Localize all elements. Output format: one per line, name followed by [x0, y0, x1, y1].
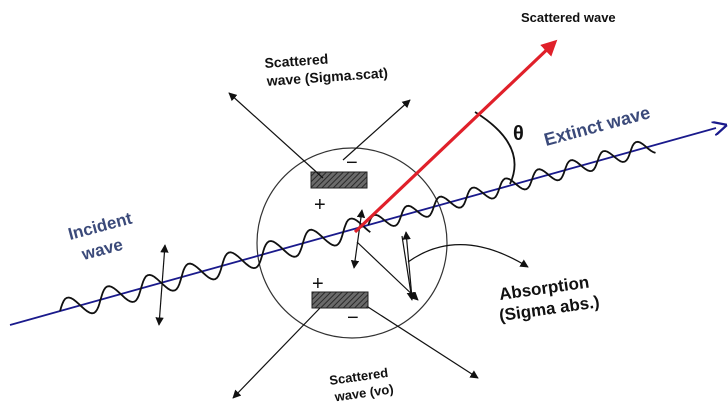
scattered-wave-top-label: Scattered wave [521, 10, 616, 25]
charge-plus-top: + [314, 194, 326, 216]
scatter-arrow-upper-right [342, 99, 411, 161]
scatter-arrow-lower-left [232, 307, 321, 399]
extinct-wave-path [367, 140, 656, 227]
absorption-arrow-a [356, 241, 419, 301]
incident-line1: Incident [66, 209, 134, 244]
absorption-label: Absorption (Sigma abs.) [498, 273, 601, 326]
scattered-sigma-line1: Scattered [264, 51, 329, 71]
center-double-arrow [350, 209, 366, 269]
scattered-vo-label: Scattered wave (vo) [328, 365, 394, 405]
absorption-arrow-b [401, 235, 415, 301]
absorption-curved-arrow [407, 244, 529, 268]
charge-plus-bottom: + [312, 273, 324, 295]
incident-double-arrow-left [155, 244, 169, 326]
theta-angle-arc [474, 111, 516, 185]
scattered-wave-red-arrow [353, 39, 558, 234]
charge-plate-bottom [311, 291, 369, 309]
scatter-arrow-lower-right [367, 306, 479, 379]
scattered-sigma-label: Scattered wave (Sigma.scat) [264, 51, 388, 89]
scatter-arrow-upper-left [228, 92, 324, 179]
incident-wave-path [59, 217, 371, 315]
theta-label: θ [513, 123, 524, 145]
absorption-arrow-c [402, 231, 413, 299]
charge-minus-top: − [346, 152, 358, 174]
charge-plate-top [310, 171, 368, 189]
incident-wave-label: Incident wave [66, 209, 134, 265]
charge-minus-bottom: − [347, 307, 359, 329]
particle-circle [256, 147, 448, 339]
